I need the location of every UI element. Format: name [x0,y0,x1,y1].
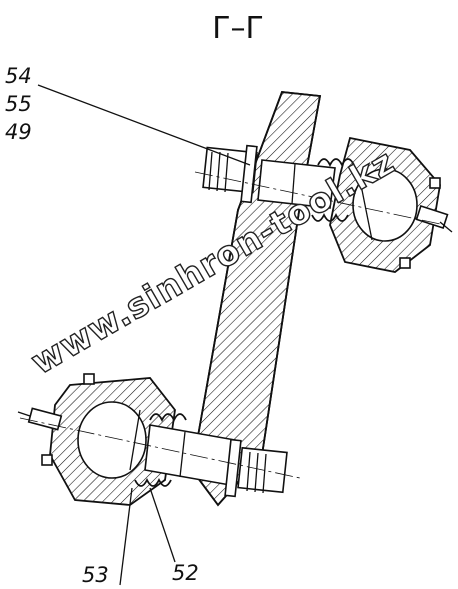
callout-49: 49 [5,120,32,144]
section-title: Г–Г [212,11,264,46]
callout-52: 52 [172,561,199,585]
callout-55: 55 [5,92,32,116]
callout-53: 53 [82,563,109,587]
leader-lines [37,84,251,586]
centre-lines [19,171,446,479]
lower-ball-joint [17,373,288,506]
upper-ball-joint [202,136,453,273]
callout-54: 54 [5,64,32,88]
